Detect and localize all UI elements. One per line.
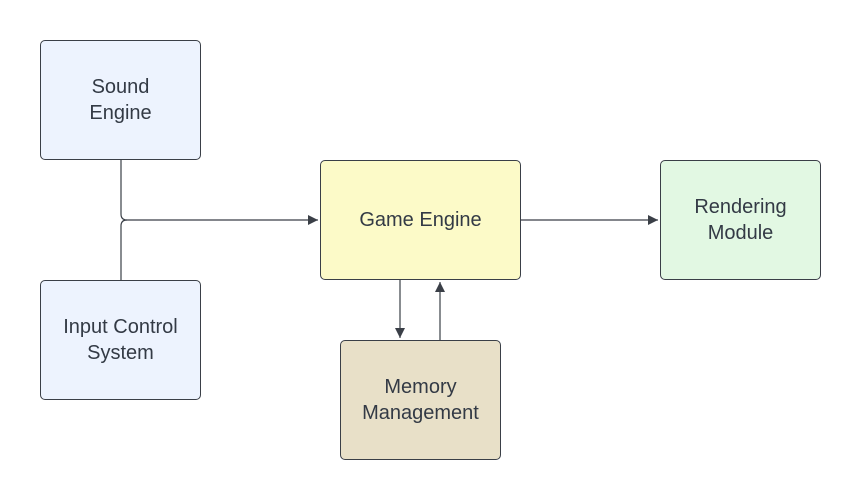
node-input-control-system[interactable]: Input Control System: [40, 280, 201, 400]
node-game-engine[interactable]: Game Engine: [320, 160, 521, 280]
edge-sound-to-game: [120, 160, 318, 225]
node-sound-engine[interactable]: Sound Engine: [40, 40, 201, 160]
node-memory-management[interactable]: Memory Management: [340, 340, 501, 460]
node-rendering-module[interactable]: Rendering Module: [660, 160, 821, 280]
edge-input-to-game: [120, 219, 128, 280]
